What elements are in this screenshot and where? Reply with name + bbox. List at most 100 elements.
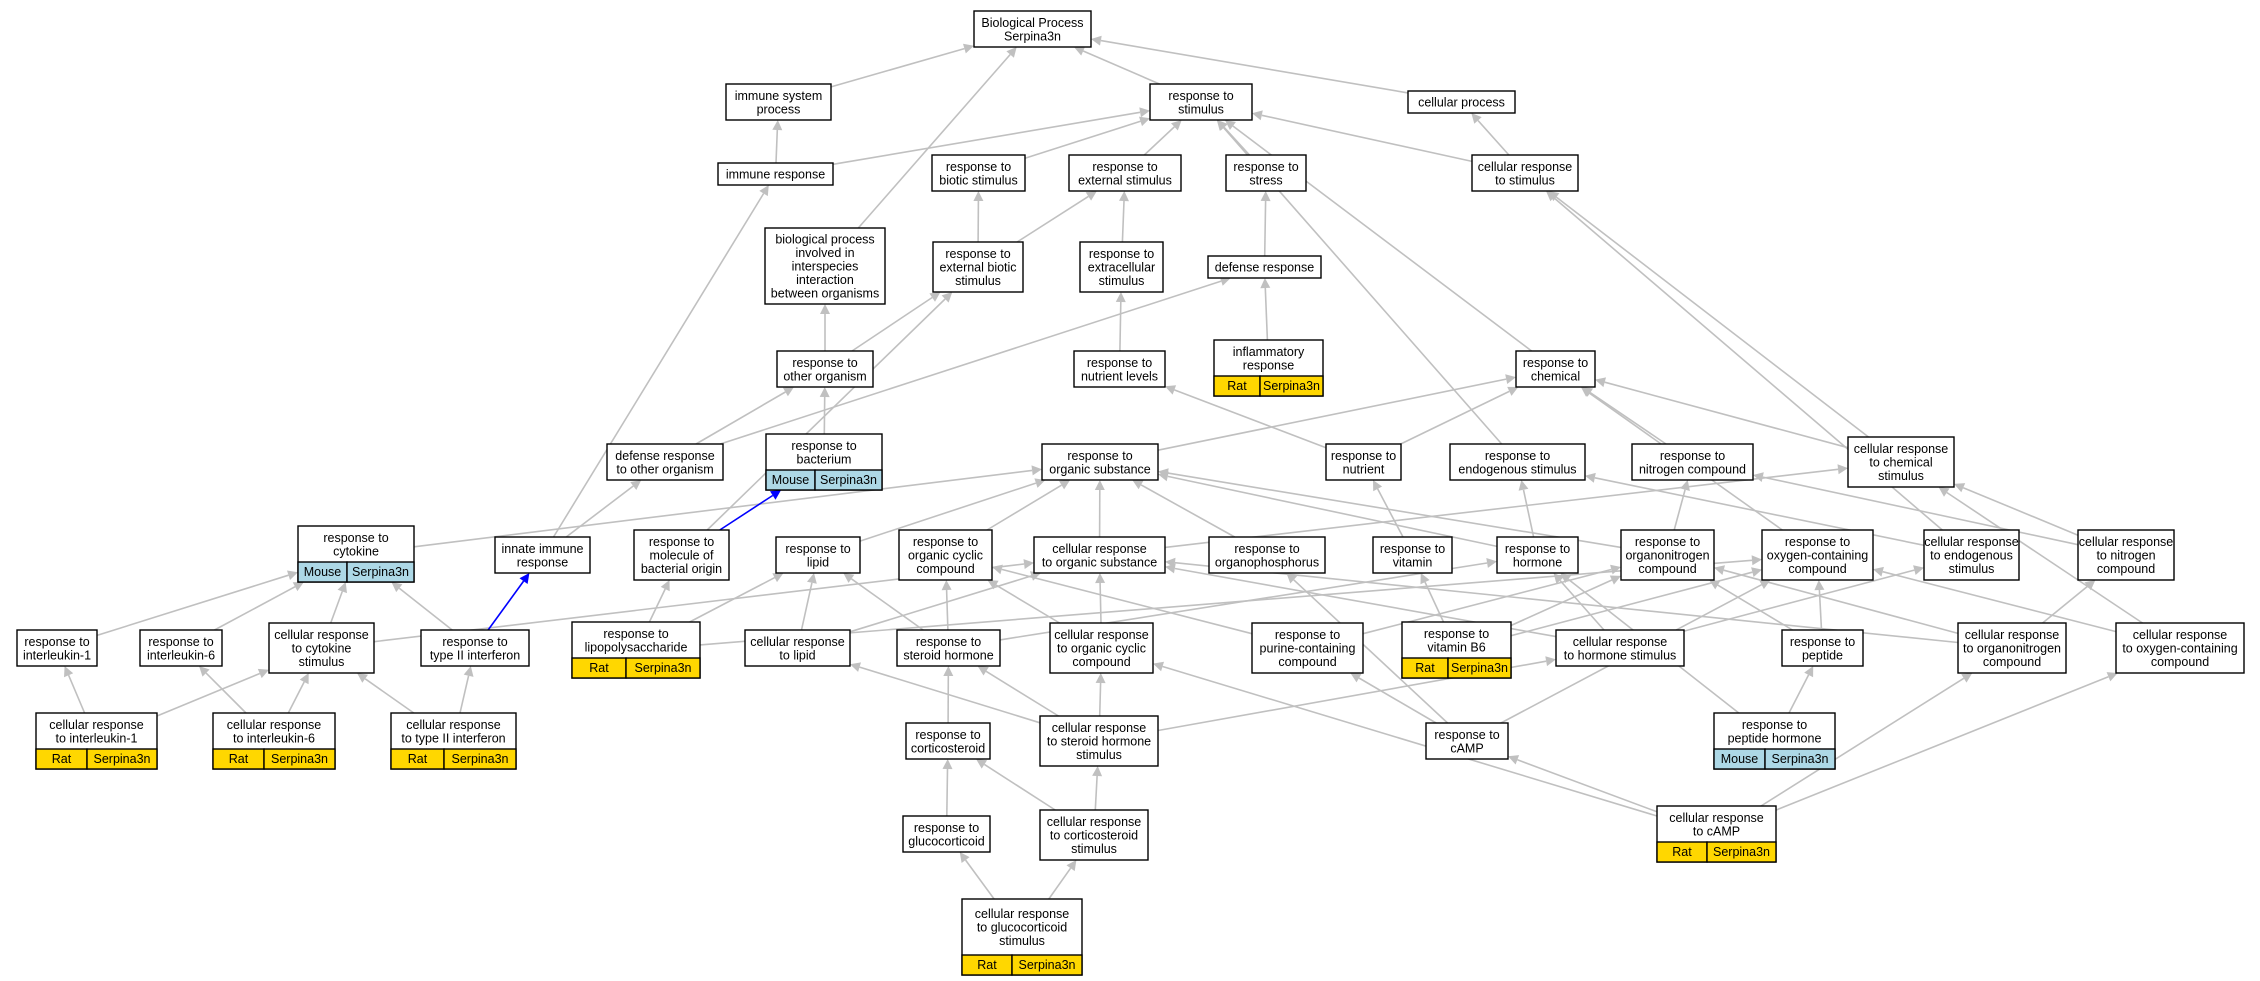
graph-edge xyxy=(1938,487,2143,624)
node-label: to type II interferon xyxy=(401,731,505,745)
edge-line xyxy=(156,672,261,717)
gene-cell xyxy=(263,748,336,770)
graph-edge xyxy=(1373,480,1404,538)
edge-line xyxy=(1261,114,1473,163)
node-label: stimulus xyxy=(1878,469,1924,483)
edge-line xyxy=(832,111,1141,166)
graph-edge xyxy=(689,573,784,623)
edge-line xyxy=(96,574,289,637)
node-box xyxy=(902,815,991,853)
node-label: response to xyxy=(1635,535,1700,549)
node-box xyxy=(775,536,861,574)
graph-edge xyxy=(1508,755,1658,813)
node-label: inflammatory xyxy=(1233,345,1305,359)
edge-line xyxy=(1264,287,1269,341)
go-term-node[interactable]: immune response xyxy=(717,162,834,186)
edge-line xyxy=(1683,569,1915,632)
graph-edge xyxy=(1074,46,1160,85)
node-box xyxy=(1620,529,1715,581)
gene-cell xyxy=(346,561,415,583)
arrowhead xyxy=(519,573,530,584)
go-term-node[interactable]: defense response xyxy=(1207,255,1322,279)
arrowhead xyxy=(292,582,304,592)
edge-line xyxy=(1167,472,1622,549)
arrowhead xyxy=(772,573,784,583)
node-label: stimulus xyxy=(1949,562,1995,576)
graph-edge xyxy=(1518,480,1535,538)
node-label: to endogenous xyxy=(1930,549,2013,563)
node-label: response to xyxy=(603,627,668,641)
node-label: nutrient levels xyxy=(1081,369,1158,383)
node-label: interaction xyxy=(796,273,854,287)
graph-edge xyxy=(648,580,670,623)
go-term-node[interactable]: cellular process xyxy=(1407,90,1516,114)
edge-line xyxy=(364,678,415,714)
node-label: response to xyxy=(1092,160,1157,174)
node-label: response to xyxy=(1067,449,1132,463)
edge-line xyxy=(1174,389,1327,449)
node-label: immune system xyxy=(735,89,823,103)
arrowhead xyxy=(337,582,347,594)
edge-line xyxy=(1016,195,1089,243)
